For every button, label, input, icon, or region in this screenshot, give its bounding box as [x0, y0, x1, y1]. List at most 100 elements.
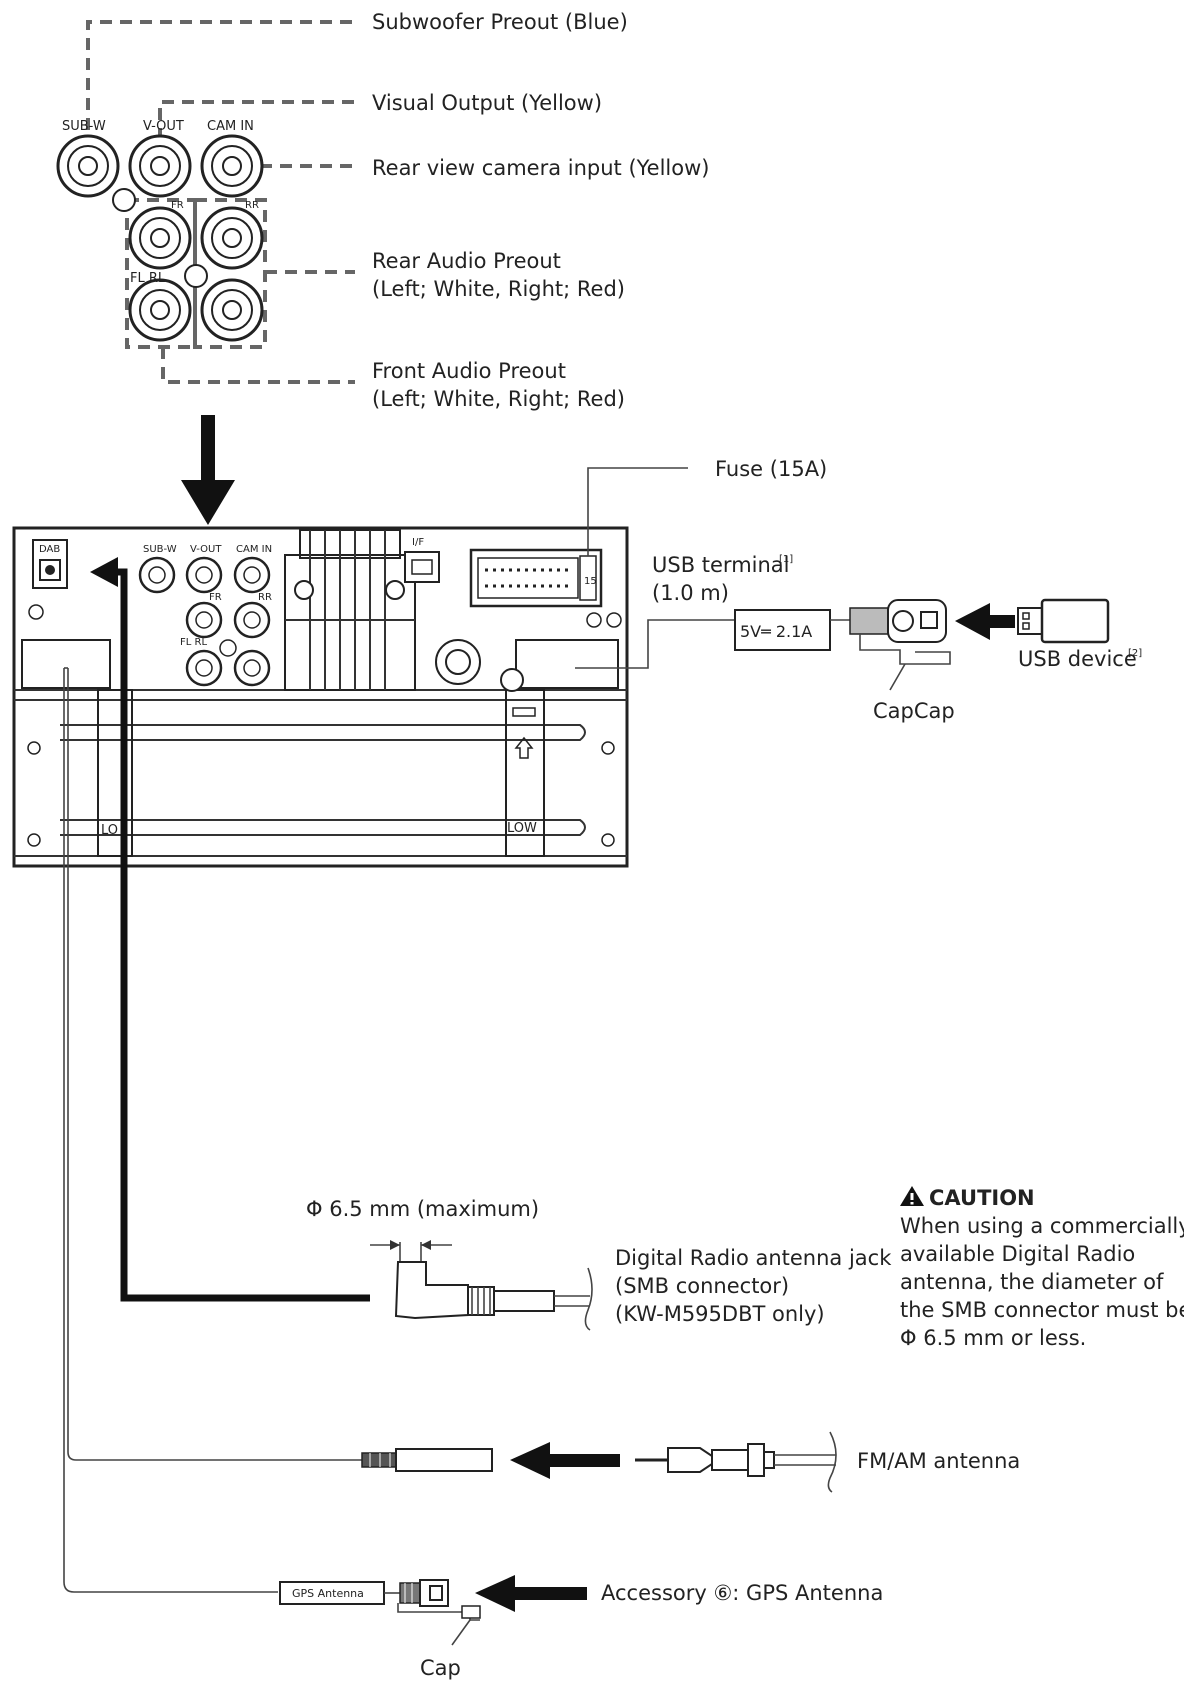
- usb-cap-label: CapCap: [873, 699, 955, 723]
- usb-rating-text: 5V═ 2.1A: [740, 622, 812, 641]
- panel-cam-in-jack: [233, 556, 271, 594]
- fuse-callout-line: [587, 467, 688, 556]
- usb-assembly: 5V═ 2.1A CapCap USB terminal [1] (1.0 m)…: [575, 553, 1142, 723]
- usb-rating-box: [734, 609, 831, 651]
- caution-line-2: available Digital Radio: [900, 1242, 1135, 1266]
- fr-jack: [128, 206, 192, 270]
- front-audio-group-outline: [125, 198, 197, 349]
- caution-line-4: the SMB connector must be: [900, 1298, 1184, 1322]
- panel-screw: [606, 612, 622, 628]
- panel-screw: [586, 612, 602, 628]
- rr-label: RR: [245, 200, 259, 211]
- fuse-mark: 15: [584, 576, 597, 587]
- gps-connector: GPS Antenna: [279, 1579, 481, 1646]
- power-connector: 15: [469, 548, 603, 608]
- dab-label: DAB: [39, 544, 60, 555]
- panel-sub-w-label: SUB-W: [143, 544, 177, 555]
- panel-screw: [27, 833, 41, 847]
- gps-antenna-label: Accessory ⑥: GPS Antenna: [601, 1581, 883, 1605]
- panel-fl-jack: [185, 649, 223, 687]
- front-audio-preout-label: Front Audio Preout: [372, 359, 566, 383]
- front-audio-preout-colors: (Left; White, Right; Red): [372, 387, 625, 411]
- down-arrow-icon: [181, 415, 235, 525]
- fm-am-arrow-icon: [510, 1442, 620, 1479]
- caution-line-1: When using a commercially: [900, 1214, 1184, 1238]
- panel-rr-jack: [233, 601, 271, 639]
- panel-v-out-jack: [185, 556, 223, 594]
- caution-title: CAUTION: [929, 1186, 1035, 1210]
- panel-fr-label: FR: [209, 592, 222, 603]
- rca-jack-block: SUB-W V-OUT CAM IN FR RR FL RL Subwoofer…: [56, 10, 709, 411]
- caution-line-5: Φ 6.5 mm or less.: [900, 1326, 1086, 1350]
- model-note-label: (KW-M595DBT only): [615, 1302, 825, 1326]
- low-mark-left: LO: [101, 823, 118, 838]
- v-out-label: V-OUT: [143, 119, 184, 134]
- warning-triangle-icon: [900, 1186, 924, 1206]
- subwoofer-preout-label: Subwoofer Preout (Blue): [372, 10, 628, 34]
- smb-connector: [370, 1240, 593, 1331]
- rear-audio-preout-label: Rear Audio Preout: [372, 249, 561, 273]
- up-arrow-icon: [514, 736, 534, 759]
- subwoofer-callout-line: [86, 20, 355, 130]
- rear-camera-input-label: Rear view camera input (Yellow): [372, 156, 709, 180]
- cam-in-label: CAM IN: [207, 119, 254, 134]
- rear-audio-preout-colors: (Left; White, Right; Red): [372, 277, 625, 301]
- gps-cap-label: Cap: [420, 1656, 461, 1680]
- heatsink: [284, 529, 416, 691]
- panel-v-out-label: V-OUT: [190, 544, 222, 555]
- gps-cap-callout-line: [451, 1619, 471, 1646]
- sub-w-label: SUB-W: [62, 119, 106, 134]
- visual-output-label: Visual Output (Yellow): [372, 91, 602, 115]
- fm-am-connector: [361, 1448, 493, 1472]
- usb-device-note: [2]: [1128, 648, 1142, 659]
- panel-screw: [28, 604, 44, 620]
- left-arrow-icon: [955, 603, 1015, 640]
- ground-screw: [112, 188, 136, 212]
- panel-screw: [601, 833, 615, 847]
- gps-arrow-icon: [475, 1575, 587, 1612]
- fm-am-plug: [635, 1431, 837, 1493]
- fm-am-antenna-label: FM/AM antenna: [857, 1449, 1020, 1473]
- smb-connector-label: (SMB connector): [615, 1274, 789, 1298]
- panel-fr-jack: [185, 601, 223, 639]
- rr-jack: [200, 206, 264, 270]
- fuse-label: Fuse (15A): [715, 457, 827, 481]
- iff-label: I/F: [412, 537, 424, 548]
- panel-screw: [601, 741, 615, 755]
- cap-callout-line: [889, 663, 906, 691]
- iff-port: [404, 551, 440, 583]
- dab-arrow-icon: [90, 557, 118, 587]
- fl-jack: [128, 278, 192, 342]
- low-mark-right: LOW: [507, 821, 537, 836]
- panel-sub-w-jack: [138, 556, 176, 594]
- ground-screw: [184, 264, 208, 288]
- bracket-screw: [500, 668, 524, 692]
- panel-screw: [27, 741, 41, 755]
- fr-label: FR: [171, 200, 184, 211]
- usb-terminal-note: [1]: [779, 554, 793, 565]
- dab-antenna-jack-label: Digital Radio antenna jack: [615, 1246, 892, 1270]
- visual-output-callout-line: [158, 100, 355, 140]
- usb-length-label: (1.0 m): [652, 581, 729, 605]
- panel-rl-jack: [233, 649, 271, 687]
- panel-cam-in-label: CAM IN: [236, 544, 272, 555]
- front-audio-callout-line: [161, 347, 355, 384]
- panel-rr-label: RR: [258, 592, 272, 603]
- caution-line-3: antenna, the diameter of: [900, 1270, 1164, 1294]
- cam-in-jack: [200, 134, 264, 198]
- rear-audio-group-outline: [193, 198, 267, 349]
- usb-device-icon: [1017, 598, 1110, 644]
- fl-rl-label: FL RL: [130, 271, 166, 286]
- smb-dimension-label: Φ 6.5 mm (maximum): [306, 1197, 539, 1221]
- usb-terminal-label: USB terminal: [652, 553, 790, 577]
- v-out-jack: [128, 134, 192, 198]
- dab-antenna-cable: [90, 557, 370, 1302]
- caution-box: CAUTION When using a commercially availa…: [900, 1186, 1184, 1350]
- antenna-thin-cables: [63, 667, 362, 1593]
- usb-connector: [849, 607, 889, 635]
- usb-device-label: USB device: [1018, 647, 1137, 671]
- panel-fl-rl-label: FL RL: [180, 637, 207, 648]
- sub-w-jack: [56, 134, 120, 198]
